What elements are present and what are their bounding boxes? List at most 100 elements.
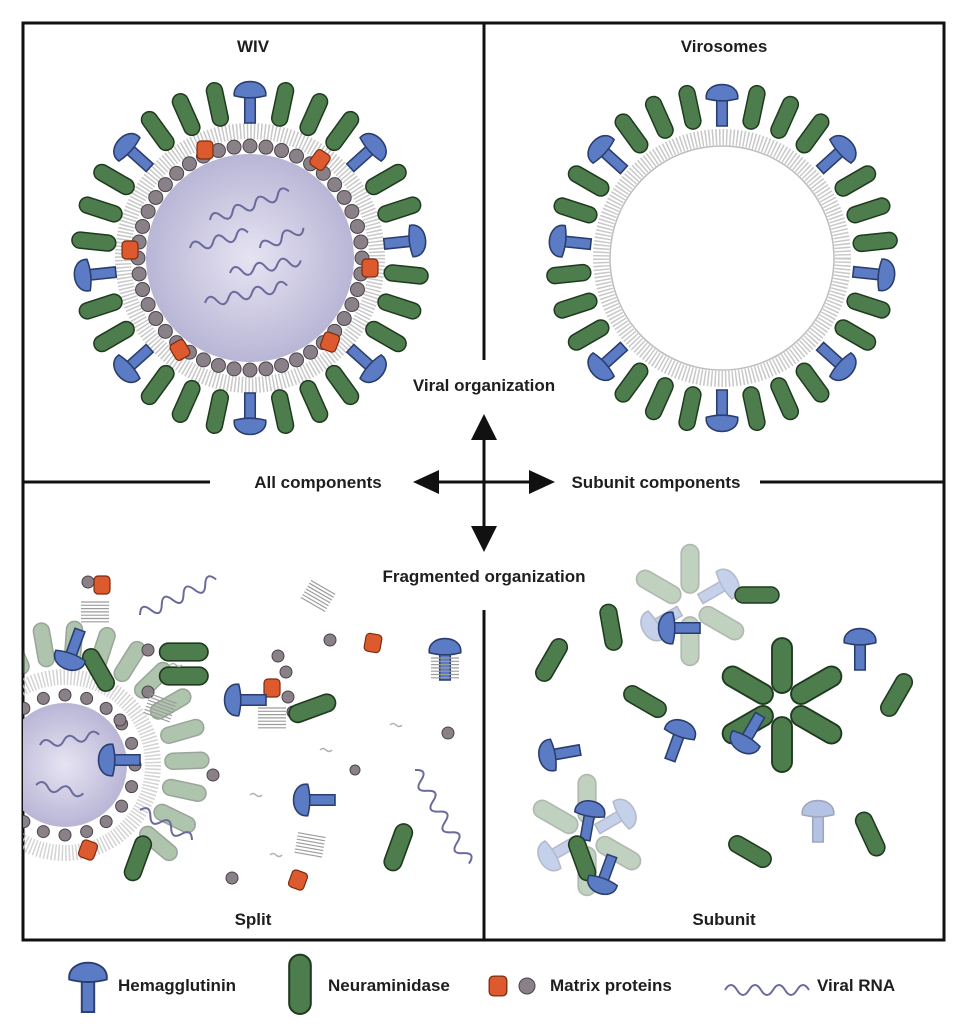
hemagglutinin-icon — [587, 134, 629, 175]
neuraminidase-icon — [532, 799, 579, 835]
wiv-virion — [71, 80, 429, 436]
hemagglutinin-icon — [538, 738, 582, 772]
matrix-sphere-icon — [113, 713, 127, 727]
membrane-fragment — [258, 707, 286, 729]
neuraminidase-icon — [567, 165, 610, 197]
hemagglutinin-icon — [586, 853, 619, 896]
hemagglutinin-icon — [113, 132, 155, 173]
matrix-sphere-icon — [336, 189, 352, 205]
neuraminidase-icon — [140, 364, 175, 406]
neuraminidase-icon — [160, 718, 205, 744]
matrix-sphere-icon — [157, 177, 173, 193]
neuraminidase-icon — [770, 377, 800, 421]
subunit-vaccine-proteins — [532, 543, 914, 897]
neuraminidase-icon — [113, 640, 146, 683]
neuraminidase-icon — [78, 196, 123, 223]
hemagglutinin-icon — [233, 392, 267, 436]
hemagglutinin-icon — [815, 134, 857, 175]
neuraminidase-icon — [325, 110, 360, 152]
axis-label-fragmented-organization: Fragmented organization — [382, 567, 585, 586]
neuraminidase-icon — [383, 264, 429, 285]
neuraminidase-icon — [678, 84, 702, 130]
split-vaccine-fragments — [0, 575, 473, 891]
legend-label-neuraminidase: Neuraminidase — [328, 976, 450, 995]
lipid-membrane — [115, 123, 385, 393]
membrane-fragment — [294, 832, 326, 858]
neuraminidase-icon — [852, 231, 898, 253]
neuraminidase-icon — [721, 665, 774, 705]
matrix-sphere-icon — [353, 234, 369, 250]
neuraminidase-icon — [734, 586, 780, 604]
matrix-sphere-icon — [344, 297, 360, 313]
hemagglutinin-icon — [696, 568, 740, 605]
neuraminidase-icon — [365, 320, 407, 353]
matrix-sphere-icon — [58, 828, 72, 842]
matrix-sphere-icon — [242, 362, 258, 378]
neuraminidase-icon — [288, 953, 312, 1016]
neuraminidase-icon — [138, 825, 178, 862]
neuraminidase-icon — [365, 163, 407, 196]
neuraminidase-icon — [270, 389, 295, 435]
neuraminidase-icon — [880, 673, 914, 717]
matrix-sphere-icon — [36, 825, 50, 839]
viral-rna-strand — [204, 280, 288, 306]
neuraminidase-icon — [553, 197, 598, 224]
hemagglutinin-icon — [428, 637, 462, 681]
neuraminidase-icon — [770, 95, 800, 139]
viral-core — [146, 154, 354, 362]
neuraminidase-icon — [299, 93, 329, 137]
panel-title-split: Split — [235, 910, 272, 929]
neuraminidase-icon — [383, 823, 414, 872]
matrix-sphere-icon — [289, 352, 305, 368]
matrix-sphere-icon — [225, 871, 239, 885]
viral-rna-strand — [414, 768, 473, 865]
matrix-protein-icon — [287, 869, 309, 891]
neuraminidase-rosette — [721, 637, 843, 773]
neuraminidase-icon — [171, 379, 201, 423]
viral-rna-strand — [39, 730, 100, 747]
matrix-sphere-icon — [344, 203, 360, 219]
neuraminidase-icon — [846, 292, 891, 319]
matrix-protein-icon — [169, 339, 191, 361]
matrix-sphere-icon — [148, 311, 164, 327]
matrix-sphere-icon — [441, 726, 455, 740]
viral-rna-strand — [139, 575, 217, 616]
hemagglutinin-icon — [223, 683, 267, 717]
neuraminidase-icon — [846, 197, 891, 224]
neuraminidase-icon — [93, 163, 135, 196]
hemagglutinin-icon — [382, 224, 427, 258]
matrix-sphere-icon — [131, 266, 147, 282]
neuraminidase-icon — [771, 637, 793, 694]
hemagglutinin-icon — [345, 132, 387, 173]
matrix-sphere-icon — [141, 643, 155, 657]
matrix-sphere-icon — [140, 203, 156, 219]
matrix-sphere-icon — [210, 357, 226, 373]
matrix-sphere-icon — [336, 311, 352, 327]
arrow-right-icon — [529, 470, 555, 494]
panel-title-virosomes: Virosomes — [681, 37, 768, 56]
viral-rna-strand — [259, 227, 305, 249]
matrix-protein-icon — [93, 575, 111, 595]
matrix-sphere-icon — [0, 781, 4, 793]
legend-label-matrix-proteins: Matrix proteins — [550, 976, 672, 995]
neuraminidase-icon — [834, 165, 877, 197]
hemagglutinin-icon — [73, 258, 118, 292]
matrix-sphere-icon — [99, 701, 113, 715]
neuraminidase-icon — [623, 685, 667, 719]
arrow-up-icon — [471, 414, 497, 440]
legend-item-viral-rna: Viral RNA — [724, 976, 895, 996]
neuraminidase-icon — [81, 648, 115, 692]
virosome-particle — [546, 83, 898, 433]
neuraminidase-icon — [535, 638, 569, 682]
matrix-protein-icon — [363, 632, 383, 654]
matrix-sphere-icon — [289, 148, 305, 164]
matrix-protein-icon — [196, 140, 214, 160]
neuraminidase-icon — [71, 231, 117, 252]
viral-rna-icon — [724, 984, 810, 996]
matrix-sphere-icon — [242, 138, 258, 154]
viral-rna-strand — [209, 187, 290, 221]
neuraminidase-icon — [614, 113, 649, 154]
hemagglutinin-icon — [801, 799, 835, 843]
neuraminidase-icon — [325, 364, 360, 406]
